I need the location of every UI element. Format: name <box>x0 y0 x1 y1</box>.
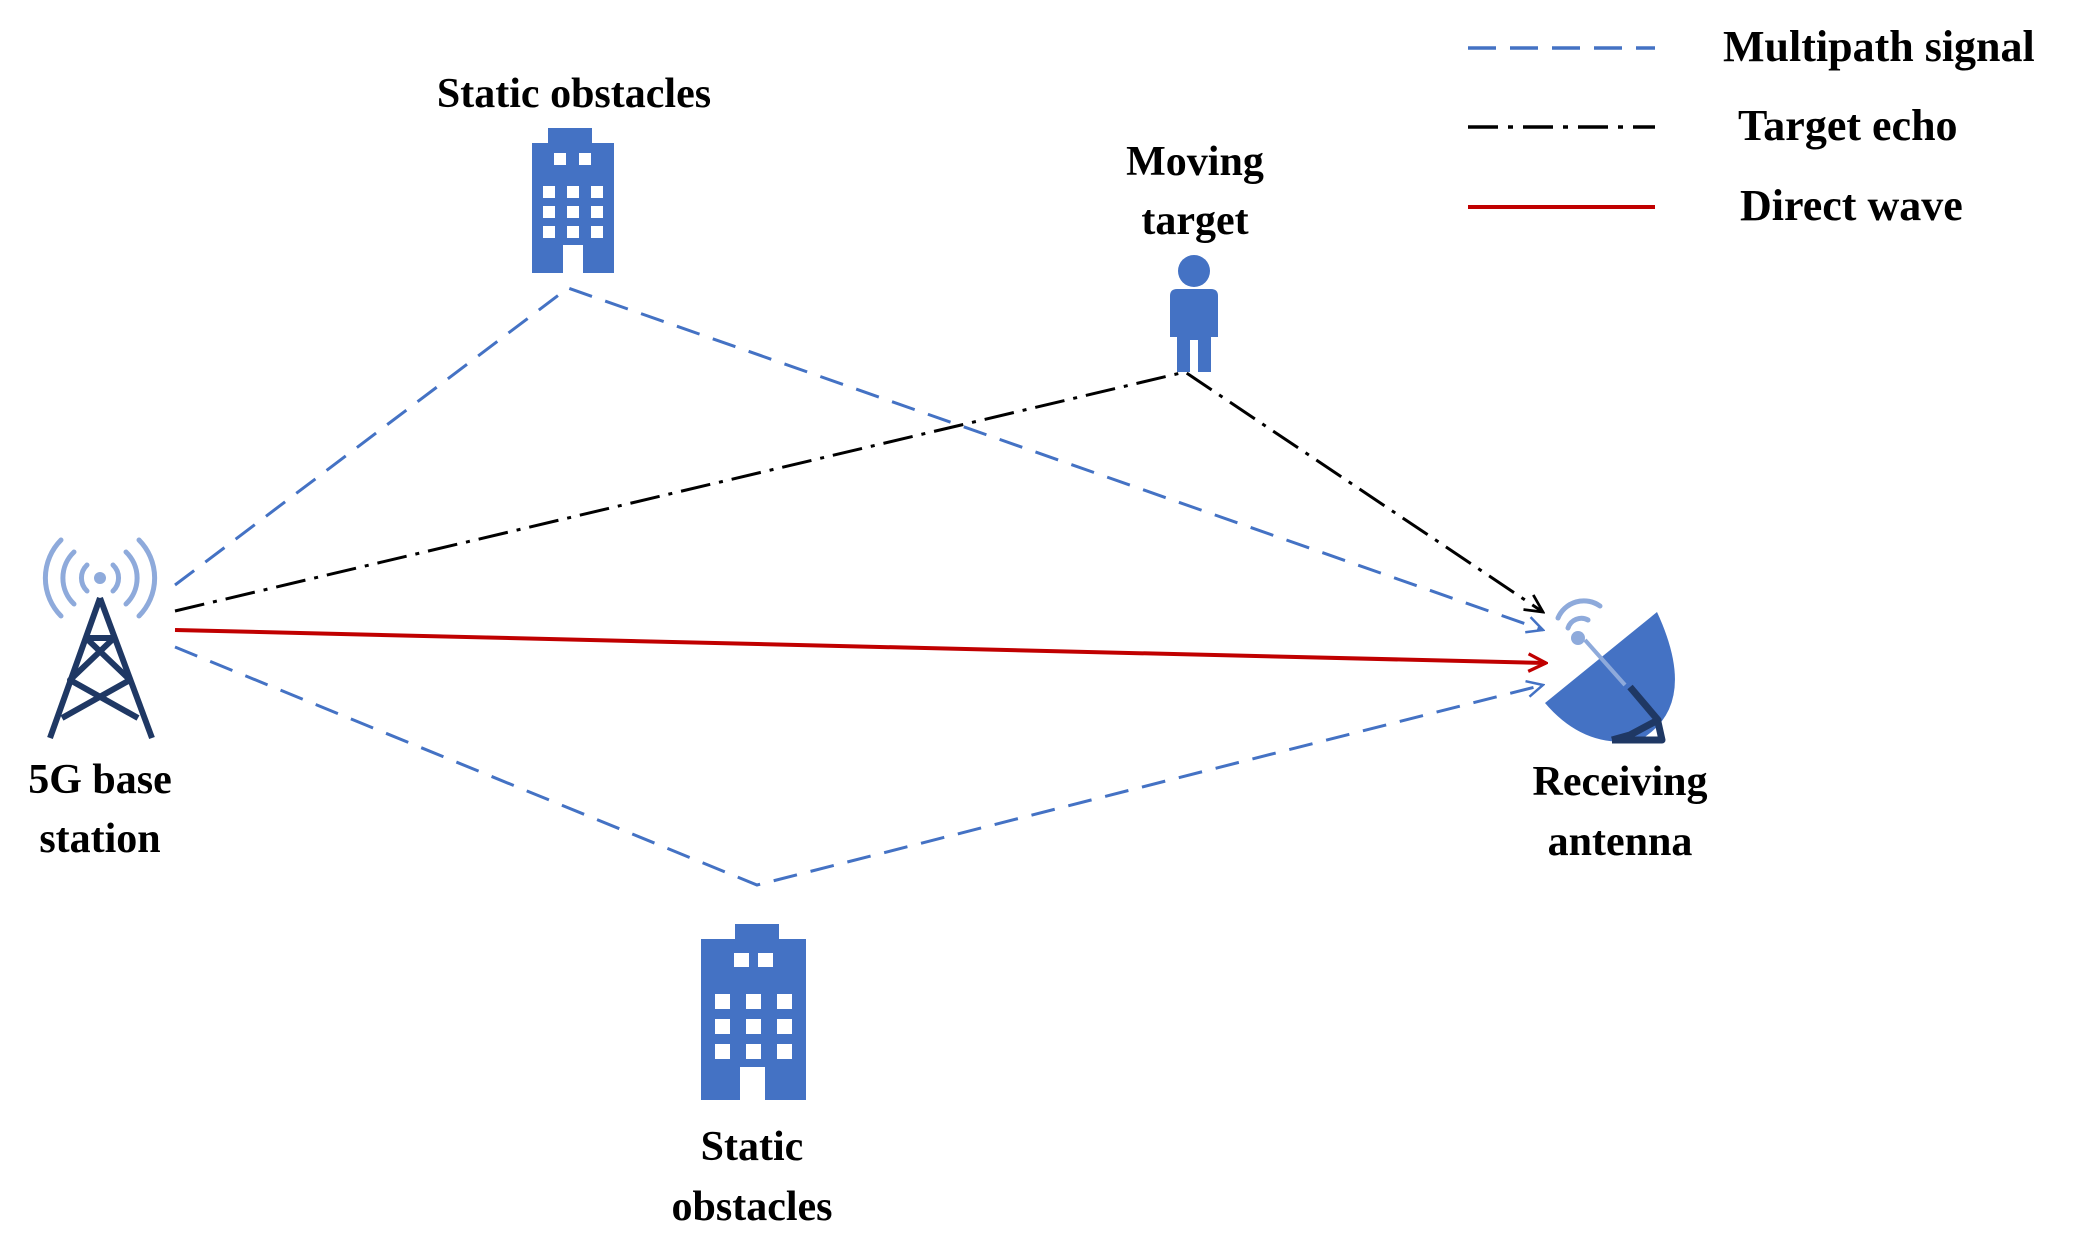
bottom-obstacle-label-line2: obstacles <box>672 1184 833 1230</box>
building-icon <box>701 924 806 1100</box>
person-icon <box>1170 255 1218 372</box>
base-station: 5G base station <box>28 537 172 862</box>
receiver-label-line2: antenna <box>1548 819 1693 865</box>
signal-paths <box>174 286 1546 887</box>
legend: Multipath signal Target echo Direct wave <box>1468 22 2035 230</box>
target-echo-path <box>174 370 1543 612</box>
building-icon <box>532 128 614 273</box>
multipath-path-top <box>174 286 1543 630</box>
direct-wave-path <box>174 628 1546 663</box>
bottom-obstacle-label-line1: Static <box>701 1124 804 1170</box>
legend-echo-label: Target echo <box>1738 101 1958 150</box>
legend-multipath-label: Multipath signal <box>1723 22 2035 71</box>
receiver-label-line1: Receiving <box>1533 759 1708 805</box>
receiver: Receiving antenna <box>1533 598 1708 865</box>
cell-tower-icon <box>42 537 158 740</box>
top-obstacle-label: Static obstacles <box>437 71 711 117</box>
top-obstacle: Static obstacles <box>437 71 711 273</box>
signal-waves-icon <box>42 537 158 619</box>
bottom-obstacle: Static obstacles <box>672 924 833 1230</box>
base-station-label-line2: station <box>39 816 160 862</box>
moving-target-label-line2: target <box>1141 198 1248 244</box>
moving-target: Moving target <box>1126 139 1264 372</box>
base-station-label-line1: 5G base <box>28 757 172 803</box>
legend-direct-label: Direct wave <box>1740 181 1963 230</box>
moving-target-label-line1: Moving <box>1126 139 1264 185</box>
multipath-path-bottom <box>174 645 1543 887</box>
satellite-dish-icon <box>1545 598 1675 744</box>
